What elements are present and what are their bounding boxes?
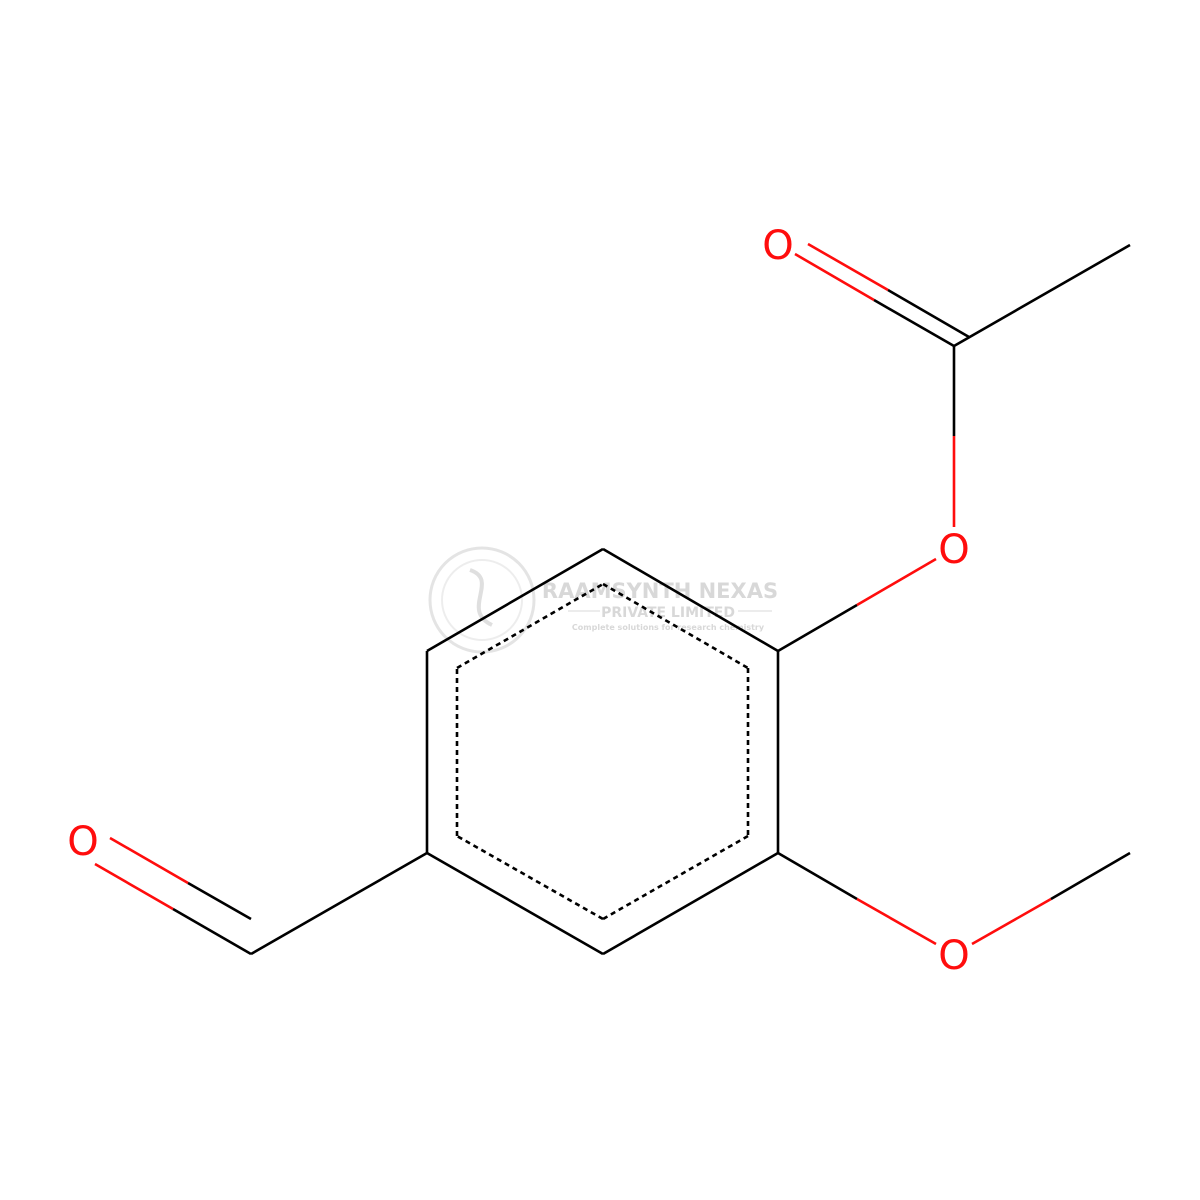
aromatic-bond-1 [602,582,749,670]
ring-o-bond-red [856,557,937,607]
ring-bond-4 [426,851,604,956]
aldehyde-double-1-red [94,862,174,911]
methoxy-methyl-bond-black [1050,851,1131,901]
carbonyl-double-1-black [873,298,955,348]
ring-bond-1 [602,547,779,653]
methoxy-methyl-bond-red [971,897,1052,946]
aldehyde-double-2-red [109,836,189,885]
aromatic-bond-4 [456,834,604,921]
carbonyl-double-2-black [887,288,970,339]
carbonyl-double-2-red [807,242,889,292]
atom-o-ester: O [938,527,969,573]
watermark-sub: PRIVATE LIMITED [601,605,735,621]
benzene-ring [425,547,780,956]
acetate-group: O O [762,223,1131,653]
ring-aldehyde-bond [250,851,428,956]
atom-o-methoxy: O [938,933,969,979]
aldehyde-double-1-black [172,907,252,956]
aldehyde-group: O [67,819,428,956]
watermark: RAAMSYNTH NEXAS PRIVATE LIMITED Complete… [428,546,778,654]
ring-bond-6 [426,547,604,653]
carbonyl-double-1-red [794,252,875,302]
methoxy-group: O [777,851,1131,979]
ring-methoxy-bond-black [777,851,858,901]
atom-o-carbonyl: O [762,223,793,269]
aromatic-bond-6 [456,582,604,670]
ring-methoxy-bond-red [856,897,937,946]
aromatic-bond-3 [602,834,749,921]
watermark-logo-icon [428,546,536,654]
ring-o-bond-black [777,603,858,653]
atom-o-aldehyde: O [67,819,98,865]
ring-bond-3 [602,851,779,956]
aldehyde-double-2-black [187,881,252,921]
watermark-tagline: Complete solutions for research chemistr… [572,623,765,632]
acetyl-methyl-bond [953,243,1131,348]
